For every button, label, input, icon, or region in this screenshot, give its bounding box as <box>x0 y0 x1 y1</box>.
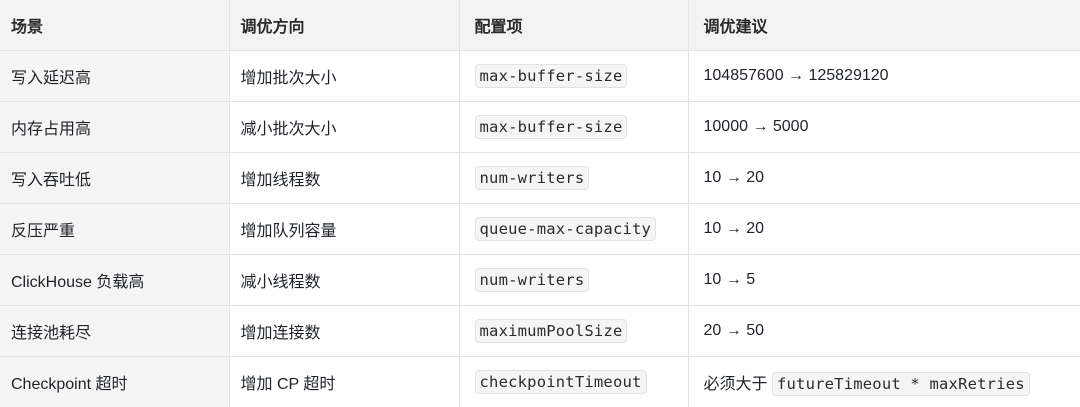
scene-cell: 反压严重 <box>0 204 229 255</box>
table-row: Checkpoint 超时 增加 CP 超时 checkpointTimeout… <box>0 357 1080 407</box>
suggestion-text: 10 → 20 <box>704 220 764 237</box>
table-row: 写入延迟高 增加批次大小 max-buffer-size 104857600 →… <box>0 51 1080 102</box>
suggestion-text: 20 → 50 <box>704 322 764 339</box>
config-code: checkpointTimeout <box>475 370 647 394</box>
suggestion-text: 104857600 → 125829120 <box>704 67 889 84</box>
suggestion-cell: 10 → 20 <box>688 153 1080 204</box>
scene-cell: 连接池耗尽 <box>0 306 229 357</box>
config-code: max-buffer-size <box>475 64 628 88</box>
config-cell: max-buffer-size <box>459 51 688 102</box>
suggestion-text: 必须大于 <box>704 376 768 393</box>
scene-cell: 写入延迟高 <box>0 51 229 102</box>
direction-cell: 增加队列容量 <box>229 204 459 255</box>
config-cell: num-writers <box>459 153 688 204</box>
config-cell: maximumPoolSize <box>459 306 688 357</box>
suggestion-cell: 必须大于 futureTimeout * maxRetries <box>688 357 1080 407</box>
config-code: maximumPoolSize <box>475 319 628 343</box>
direction-cell: 增加 CP 超时 <box>229 357 459 407</box>
suggestion-text: 10 → 20 <box>704 169 764 186</box>
config-cell: queue-max-capacity <box>459 204 688 255</box>
config-code: num-writers <box>475 268 590 292</box>
table-row: ClickHouse 负载高 减小线程数 num-writers 10 → 5 <box>0 255 1080 306</box>
suggestion-code: futureTimeout * maxRetries <box>772 372 1030 396</box>
suggestion-text: 10000 → 5000 <box>704 118 809 135</box>
config-cell: checkpointTimeout <box>459 357 688 407</box>
config-code: queue-max-capacity <box>475 217 657 241</box>
config-code: max-buffer-size <box>475 115 628 139</box>
table-row: 连接池耗尽 增加连接数 maximumPoolSize 20 → 50 <box>0 306 1080 357</box>
direction-cell: 减小批次大小 <box>229 102 459 153</box>
scene-cell: 写入吞吐低 <box>0 153 229 204</box>
scene-cell: 内存占用高 <box>0 102 229 153</box>
table-row: 写入吞吐低 增加线程数 num-writers 10 → 20 <box>0 153 1080 204</box>
header-row: 场景 调优方向 配置项 调优建议 <box>0 0 1080 51</box>
header-scene: 场景 <box>0 0 229 51</box>
table-row: 内存占用高 减小批次大小 max-buffer-size 10000 → 500… <box>0 102 1080 153</box>
header-suggestion: 调优建议 <box>688 0 1080 51</box>
direction-cell: 增加批次大小 <box>229 51 459 102</box>
suggestion-cell: 104857600 → 125829120 <box>688 51 1080 102</box>
suggestion-text: 10 → 5 <box>704 271 756 288</box>
direction-cell: 增加线程数 <box>229 153 459 204</box>
scene-cell: Checkpoint 超时 <box>0 357 229 407</box>
header-config: 配置项 <box>459 0 688 51</box>
direction-cell: 增加连接数 <box>229 306 459 357</box>
config-code: num-writers <box>475 166 590 190</box>
direction-cell: 减小线程数 <box>229 255 459 306</box>
config-cell: num-writers <box>459 255 688 306</box>
config-cell: max-buffer-size <box>459 102 688 153</box>
suggestion-cell: 20 → 50 <box>688 306 1080 357</box>
suggestion-cell: 10000 → 5000 <box>688 102 1080 153</box>
suggestion-cell: 10 → 20 <box>688 204 1080 255</box>
header-direction: 调优方向 <box>229 0 459 51</box>
suggestion-cell: 10 → 5 <box>688 255 1080 306</box>
scene-cell: ClickHouse 负载高 <box>0 255 229 306</box>
table-row: 反压严重 增加队列容量 queue-max-capacity 10 → 20 <box>0 204 1080 255</box>
